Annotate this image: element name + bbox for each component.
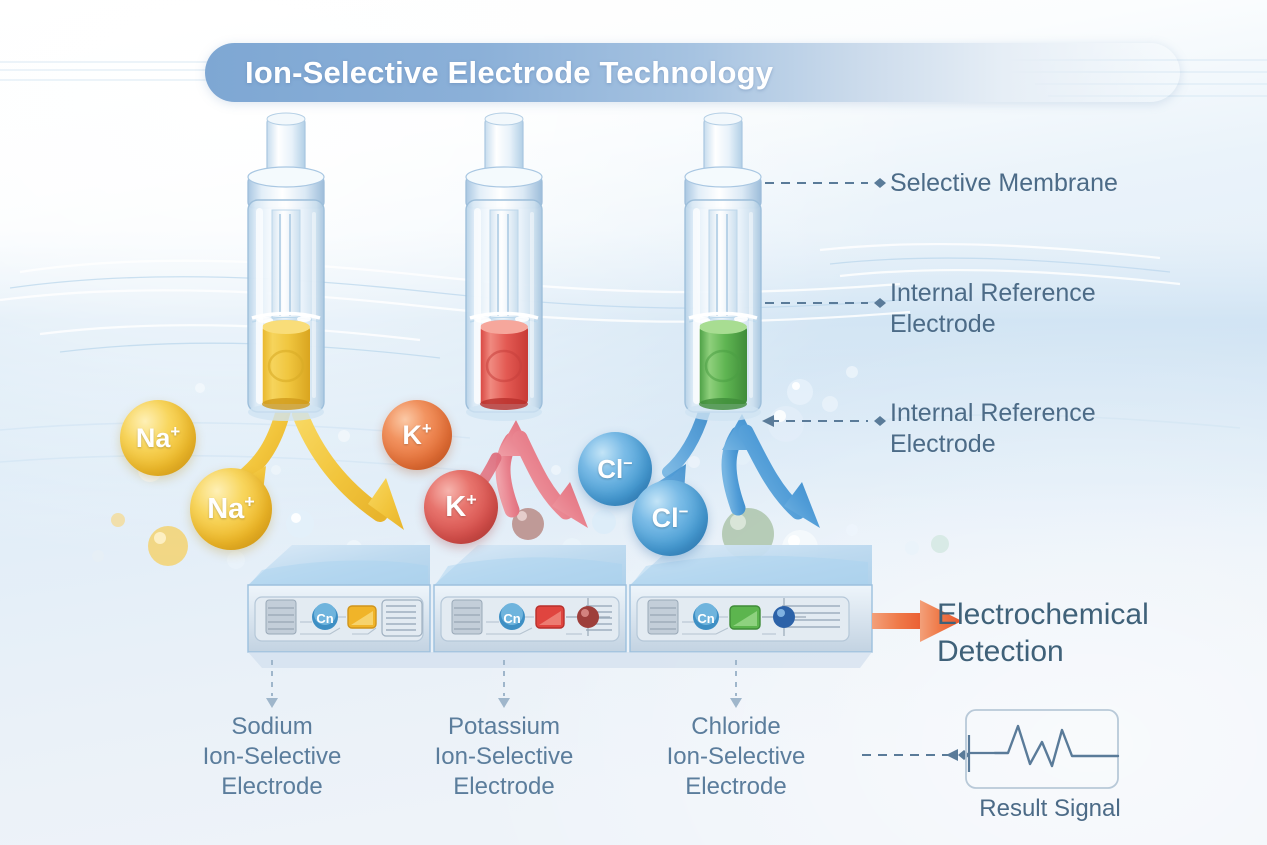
ion-k-2: K+ xyxy=(424,470,498,544)
ion-k-1: K+ xyxy=(382,400,452,470)
chip-node-chloride xyxy=(762,598,806,636)
chip-components: Cn Cn Cn xyxy=(265,598,840,637)
ion-cl-2: Cl− xyxy=(632,480,708,556)
flow-arrow-chloride-down xyxy=(738,424,820,528)
electrode-label-potassium: Potassium Ion-Selective Electrode xyxy=(434,713,574,800)
svg-text:Cn: Cn xyxy=(697,611,714,626)
electrode-chloride xyxy=(684,112,762,421)
annotation-selective-membrane: Selective Membrane xyxy=(890,169,1118,197)
electrode-label-sodium: Sodium Ion-Selective Electrode xyxy=(202,713,342,800)
chip-node-potassium xyxy=(566,598,610,636)
svg-text:Cn: Cn xyxy=(316,611,333,626)
result-signal-caption: Result Signal xyxy=(979,795,1121,822)
svg-text:Cn: Cn xyxy=(503,611,520,626)
flow-arrow-sodium-right xyxy=(292,406,404,530)
annotation-internal-reference-electrode-1: Internal Reference Electrode xyxy=(890,279,1096,338)
annotation-internal-reference-electrode-2: Internal Reference Electrode xyxy=(890,399,1096,458)
electrode-sodium xyxy=(247,112,325,421)
electrode-label-chloride: Chloride Ion-Selective Electrode xyxy=(666,713,806,800)
electrode-potassium xyxy=(465,112,543,421)
chip-indicator-sodium xyxy=(347,605,377,629)
electrochemical-detection-label: Electrochemical Detection xyxy=(937,598,1149,668)
chip-indicator-potassium xyxy=(535,605,565,629)
leader-arrowheads xyxy=(762,415,958,761)
ion-cl-1: Cl− xyxy=(578,432,652,506)
page-title: Ion-Selective Electrode Technology xyxy=(245,55,774,90)
ion-na-1: Na+ xyxy=(120,400,196,476)
flow-arrow-detection xyxy=(872,600,962,642)
bottom-leader-arrows xyxy=(266,698,742,708)
result-signal-box xyxy=(965,709,1120,789)
leader-lines xyxy=(765,182,952,756)
ion-na-2: Na+ xyxy=(190,468,272,550)
title-banner: Ion-Selective Electrode Technology xyxy=(205,43,1180,102)
leader-terminators xyxy=(874,178,970,760)
flow-arrow-potassium-down xyxy=(512,430,588,528)
chip-indicator-chloride xyxy=(729,605,761,630)
